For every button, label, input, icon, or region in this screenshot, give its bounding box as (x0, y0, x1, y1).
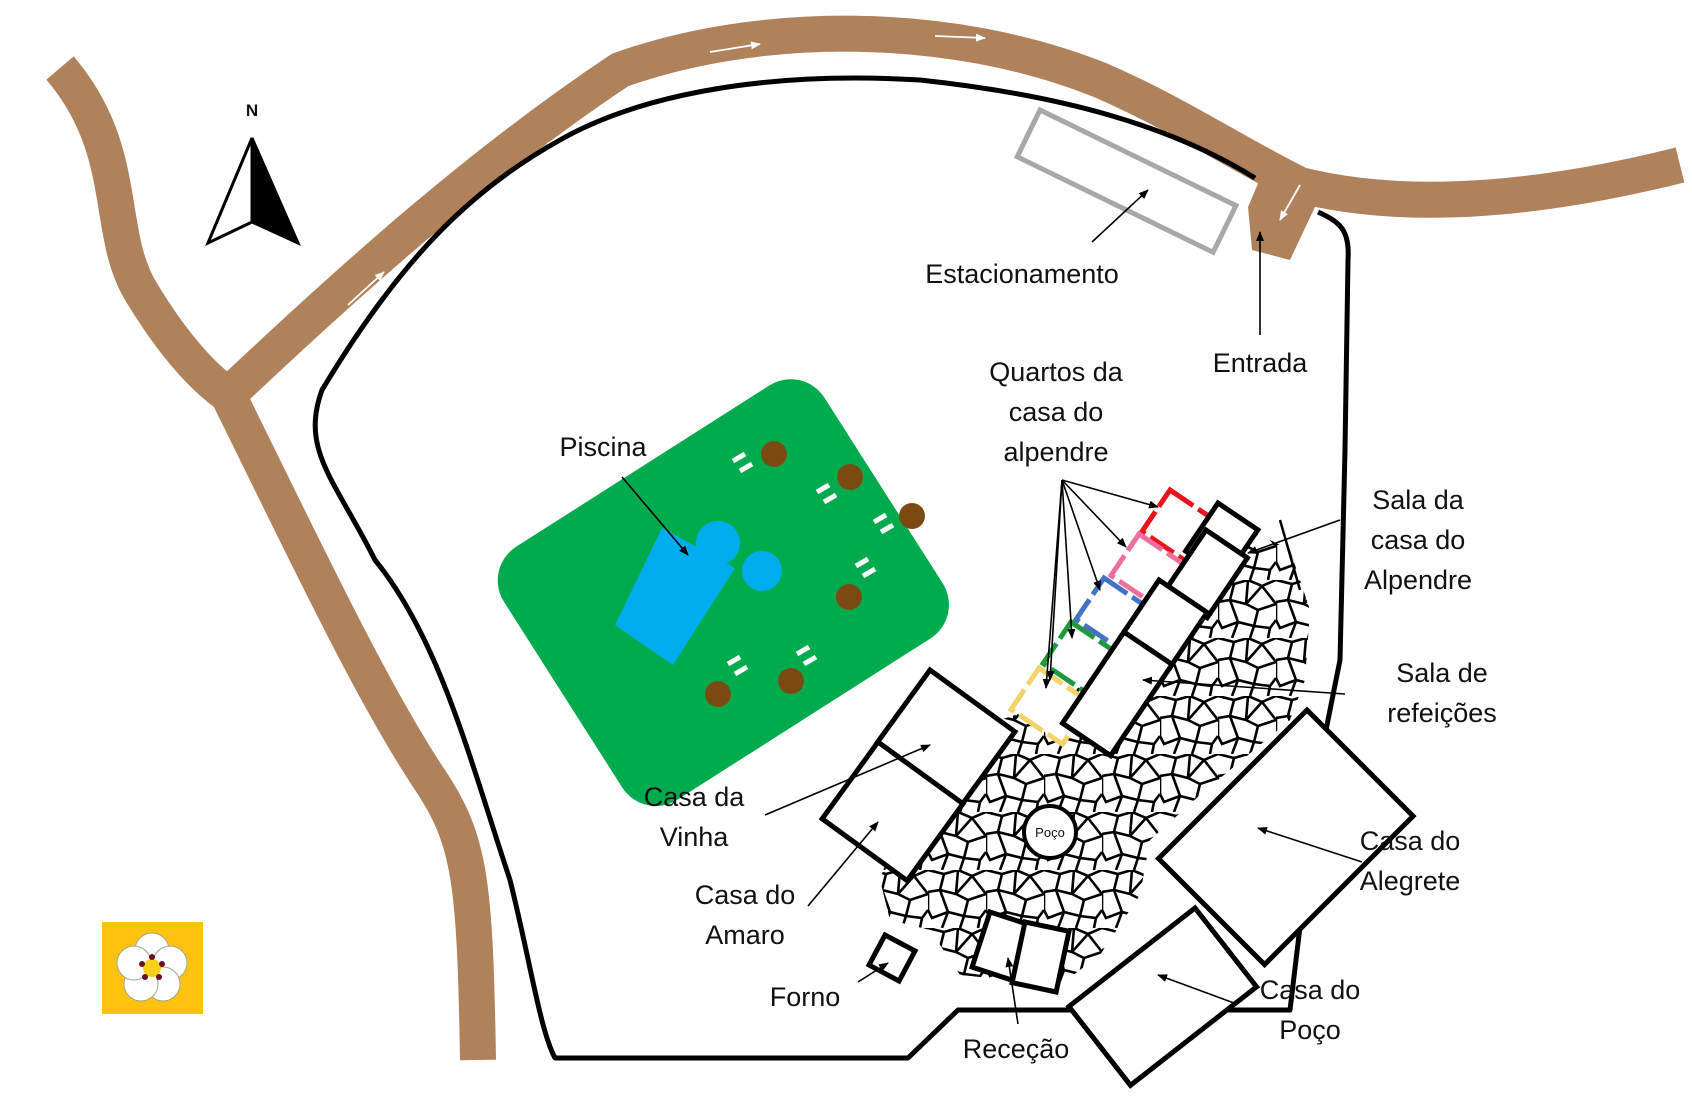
label-rececao: Receção (963, 1034, 1070, 1064)
flower-logo (102, 922, 203, 1014)
well: Poço (1022, 804, 1078, 860)
label-forno: Forno (770, 982, 841, 1012)
label-casa-alegrete-2: Alegrete (1360, 866, 1461, 896)
label-estacionamento: Estacionamento (925, 259, 1119, 289)
well-label: Poço (1035, 825, 1065, 840)
rececao-building-2 (1009, 919, 1072, 995)
label-casa-amaro-1: Casa do (695, 880, 796, 910)
garden-lawn (497, 379, 949, 806)
forno-building (865, 931, 919, 985)
label-casa-amaro-2: Amaro (705, 920, 785, 950)
label-casa-poco-2: Poço (1279, 1015, 1341, 1045)
leader-arrows (621, 189, 1363, 1025)
label-casa-vinha-1: Casa da (644, 782, 746, 812)
north-arrow: N (205, 101, 301, 247)
label-sala-refeicoes-1: Sala de (1396, 658, 1488, 688)
label-casa-vinha-2: Vinha (660, 822, 730, 852)
north-label: N (246, 101, 258, 120)
cobbled-courtyard (880, 520, 1310, 985)
label-sala-alpendre-2: casa do (1371, 525, 1466, 555)
label-quartos-3: alpendre (1003, 437, 1108, 467)
label-casa-poco-1: Casa do (1260, 975, 1361, 1005)
property-boundary (312, 75, 1351, 1061)
casa-do-poco-building (1065, 904, 1261, 1089)
road-network (46, 15, 1685, 1061)
label-quartos-1: Quartos da (989, 357, 1124, 387)
label-casa-alegrete-1: Casa do (1360, 826, 1461, 856)
label-sala-alpendre-1: Sala da (1372, 485, 1465, 515)
label-piscina: Piscina (559, 432, 647, 462)
label-entrada: Entrada (1213, 348, 1309, 378)
label-quartos-2: casa do (1009, 397, 1104, 427)
garden-trees (705, 441, 925, 707)
north-arrow-icon (205, 137, 254, 247)
map-labels: Estacionamento Entrada Piscina Quartos d… (559, 259, 1496, 1064)
label-sala-refeicoes-2: refeições (1387, 698, 1497, 728)
label-sala-alpendre-3: Alpendre (1364, 565, 1472, 595)
sala-refeicoes-2 (1059, 628, 1176, 760)
sun-loungers (726, 451, 895, 677)
swimming-pool (615, 521, 782, 665)
parking-area (1013, 106, 1240, 256)
